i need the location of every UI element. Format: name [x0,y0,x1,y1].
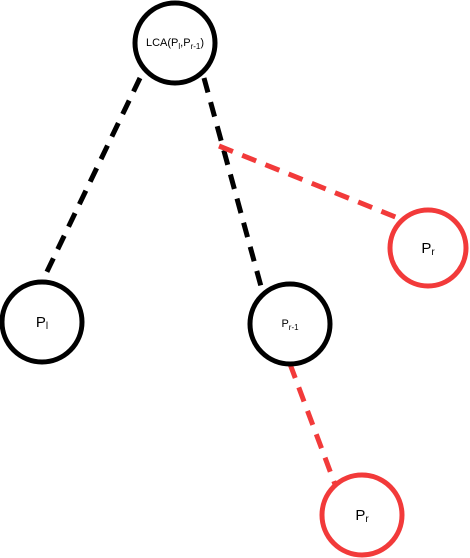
edge-lca-to-pr-top [218,143,399,221]
node-pl-circle [0,279,85,365]
node-pl[interactable]: Pl [0,279,85,365]
node-pr-minus-1-label: Pr-1 [281,318,299,332]
edge-lca-to-pl [39,76,143,284]
node-lca[interactable]: LCA(Pl,Pr-1) [132,0,218,86]
node-pl-label: Pl [36,314,48,332]
node-pr-bottom[interactable]: Pr [319,472,405,558]
node-lca-label: LCA(Pl,Pr-1) [146,37,204,51]
edge-pr-minus-1-to-pr-bottom [287,363,339,488]
node-pr-bottom-label: Pr [355,507,369,525]
edge-lca-to-pr-minus-1 [201,77,265,291]
node-pr-top[interactable]: Pr [387,207,469,289]
node-pr-minus-1[interactable]: Pr-1 [247,281,333,367]
node-lca-circle [132,0,218,86]
node-pr-top-circle [387,207,469,289]
node-pr-bottom-circle [319,472,405,558]
node-pr-top-label: Pr [421,240,435,258]
node-pr-minus-1-circle [247,281,333,367]
